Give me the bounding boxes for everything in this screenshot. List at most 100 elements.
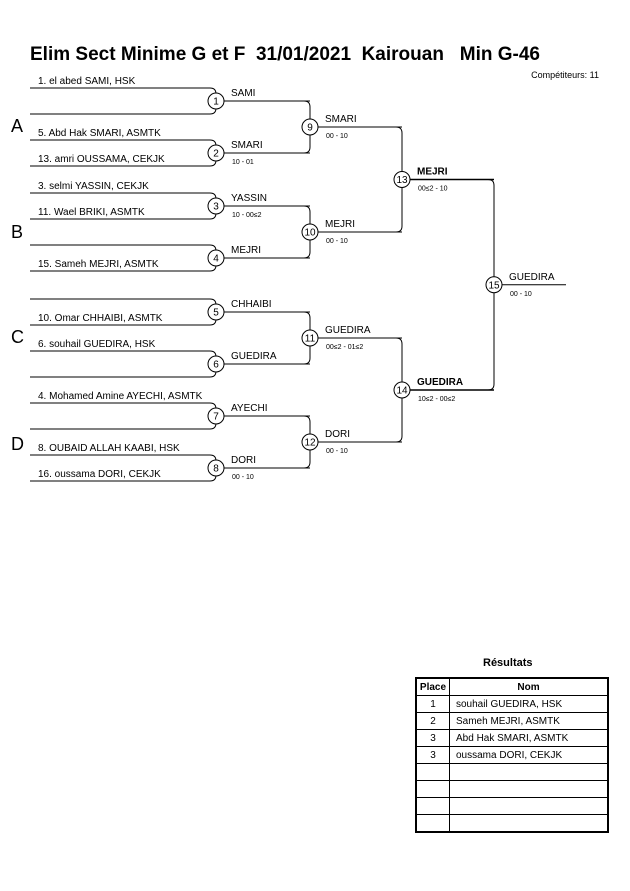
result-place: 2 — [415, 712, 450, 730]
results-row — [415, 780, 609, 798]
match-number: 1 — [213, 97, 219, 108]
winner-name: DORI — [231, 455, 256, 466]
results-row — [415, 763, 609, 781]
bracket-connector — [224, 346, 311, 365]
winner-name: GUEDIRA — [231, 351, 277, 362]
winner-name: MEJRI — [325, 219, 355, 230]
winner-name: SMARI — [325, 114, 357, 125]
result-name — [449, 814, 609, 833]
winner-name: GUEDIRA — [509, 272, 555, 283]
result-place: 1 — [415, 695, 450, 713]
bracket-connector — [224, 135, 311, 154]
match-score: 10 - 00≤2 — [232, 212, 262, 219]
match-number: 10 — [304, 228, 316, 239]
result-name — [449, 763, 609, 781]
match-number: 13 — [396, 175, 408, 186]
results-title: Résultats — [483, 657, 533, 669]
results-row — [415, 814, 609, 833]
match-score: 00≤2 - 01≤2 — [326, 344, 363, 351]
match-score: 10 - 01 — [232, 159, 254, 166]
result-place — [415, 814, 450, 833]
bracket-connector — [224, 450, 311, 469]
match-number: 7 — [213, 412, 219, 423]
bracket-connector — [318, 187, 403, 233]
winner-name: SMARI — [231, 140, 263, 151]
result-name — [449, 780, 609, 798]
match-score: 00≤2 - 10 — [418, 186, 448, 193]
winner-name: GUEDIRA — [417, 377, 463, 388]
match-number: 3 — [213, 202, 219, 213]
match-number: 5 — [213, 308, 219, 319]
entrant-name: 15. Sameh MEJRI, ASMTK — [38, 259, 159, 270]
pool-label: C — [11, 327, 24, 347]
match-score: 00 - 10 — [510, 291, 532, 298]
result-name — [449, 797, 609, 815]
match-number: 14 — [396, 386, 408, 397]
match-score: 00 - 10 — [326, 448, 348, 455]
winner-name: CHHAIBI — [231, 299, 272, 310]
winner-name: MEJRI — [231, 245, 261, 256]
bracket-connector — [318, 337, 403, 382]
result-name: souhail GUEDIRA, HSK — [449, 695, 609, 713]
entrant-name: 16. oussama DORI, CEKJK — [38, 469, 161, 480]
results-header-row: Place Nom — [415, 677, 609, 696]
entrant-name: 3. selmi YASSIN, CEKJK — [38, 181, 149, 192]
entrant-name: 5. Abd Hak SMARI, ASMTK — [38, 128, 161, 139]
page-title: Elim Sect Minime G et F 31/01/2021 Kairo… — [30, 44, 541, 65]
entrant-name: 6. souhail GUEDIRA, HSK — [38, 339, 156, 350]
winner-name: AYECHI — [231, 403, 268, 414]
results-row — [415, 797, 609, 815]
match-score: 00 - 10 — [232, 474, 254, 481]
match-score: 00 - 10 — [326, 238, 348, 245]
entrant-name: 4. Mohamed Amine AYECHI, ASMTK — [38, 391, 203, 402]
bracket-connector — [318, 126, 403, 172]
winner-name: GUEDIRA — [325, 325, 371, 336]
match-number-circle — [485, 276, 503, 294]
pool-label: A — [11, 116, 23, 136]
entrant-name: 8. OUBAID ALLAH KAABI, HSK — [38, 443, 180, 454]
entrant-name: 13. amri OUSSAMA, CEKJK — [38, 154, 165, 165]
bracket-connector — [410, 292, 495, 391]
bracket-connector — [410, 179, 495, 277]
result-place — [415, 763, 450, 781]
bracket-connector — [224, 240, 311, 259]
winner-name: DORI — [325, 429, 350, 440]
match-number: 15 — [488, 280, 500, 291]
winner-name: YASSIN — [231, 193, 267, 204]
match-number: 4 — [213, 254, 219, 265]
entrant-name: 1. el abed SAMI, HSK — [38, 76, 136, 87]
winner-name: MEJRI — [417, 167, 448, 178]
match-number: 9 — [307, 123, 313, 134]
bracket-connector — [224, 100, 311, 119]
pool-label: B — [11, 222, 23, 242]
results-header-place: Place — [415, 677, 450, 696]
pool-label: D — [11, 434, 24, 454]
entrant-name: 10. Omar CHHAIBI, ASMTK — [38, 313, 163, 324]
bracket-connector — [224, 311, 311, 330]
bracket-connector — [224, 415, 311, 434]
result-place: 3 — [415, 746, 450, 764]
match-number: 12 — [304, 438, 316, 449]
competitor-count: Compétiteurs: 11 — [531, 70, 599, 80]
entrant-name: 11. Wael BRIKI, ASMTK — [38, 207, 145, 218]
match-number: 6 — [213, 360, 219, 371]
result-name: Sameh MEJRI, ASMTK — [449, 712, 609, 730]
result-place: 3 — [415, 729, 450, 747]
match-score: 00 - 10 — [326, 133, 348, 140]
winner-name: SAMI — [231, 88, 255, 99]
result-name: oussama DORI, CEKJK — [449, 746, 609, 764]
bracket-connector — [224, 205, 311, 224]
match-number: 11 — [305, 334, 316, 345]
match-score: 10≤2 - 00≤2 — [418, 396, 455, 403]
result-place — [415, 797, 450, 815]
bracket-connector — [318, 398, 403, 443]
result-place — [415, 780, 450, 798]
match-number: 2 — [213, 149, 219, 160]
result-name: Abd Hak SMARI, ASMTK — [449, 729, 609, 747]
